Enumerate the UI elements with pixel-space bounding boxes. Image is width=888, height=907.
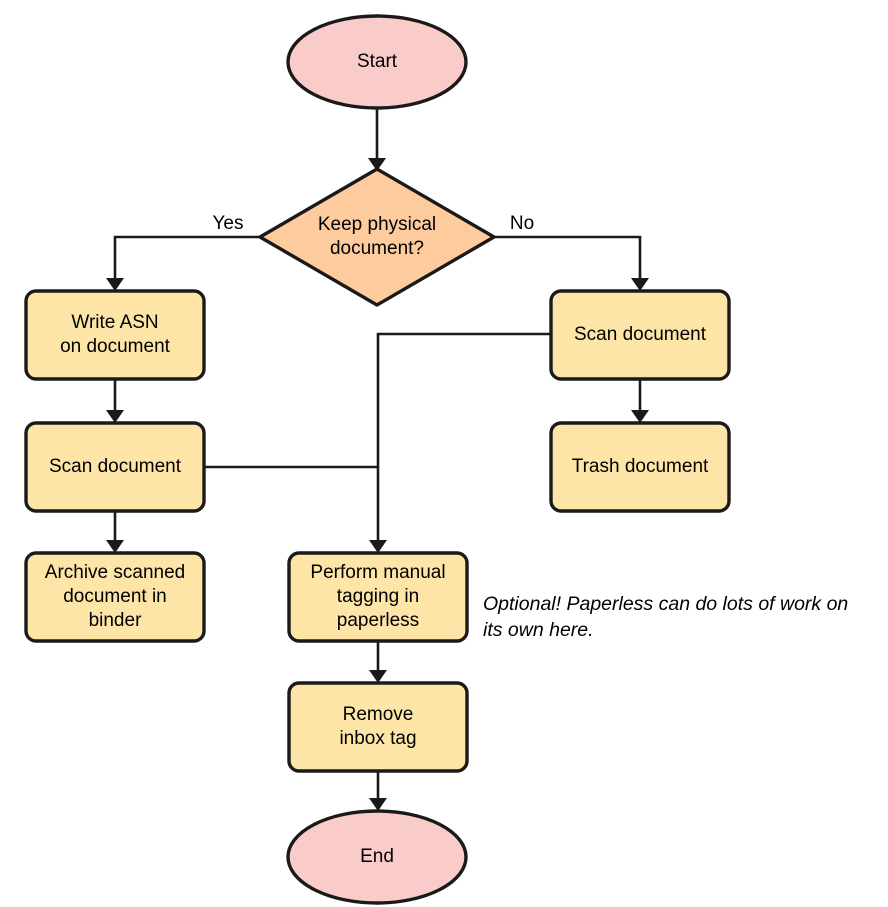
arrowhead-icon: [369, 798, 387, 811]
edge-line: [113, 235, 260, 283]
node-manual-tagging[interactable]: Perform manual tagging in paperless: [287, 551, 469, 643]
node-label: paperless: [337, 610, 419, 631]
node-label: Perform manual: [310, 562, 445, 583]
arrowhead-icon: [106, 410, 124, 423]
process-shape: [24, 289, 206, 381]
edges-layer: Yes No: [106, 108, 649, 811]
arrowhead-icon: [106, 540, 124, 553]
node-trash-document[interactable]: Trash document: [549, 421, 731, 513]
arrowhead-icon: [369, 540, 387, 553]
node-label: binder: [89, 610, 142, 631]
terminator-shape: [286, 809, 468, 905]
node-label: Archive scanned: [45, 562, 185, 583]
arrowhead-icon: [631, 278, 649, 291]
annotation-line: Optional! Paperless can do lots of work …: [483, 593, 848, 615]
process-shape: [549, 289, 731, 381]
edge-line: [494, 235, 642, 283]
edge-remove-inbox-to-end: [369, 771, 387, 811]
node-label: Scan document: [49, 456, 182, 477]
process-shape: [287, 681, 469, 773]
arrowhead-icon: [106, 278, 124, 291]
process-shape: [24, 421, 206, 513]
node-label: End: [360, 846, 394, 867]
edge-write-asn-to-scan-left: [106, 379, 124, 423]
arrowhead-icon: [369, 670, 387, 683]
edge-decision-no-to-scan-right: No: [494, 213, 649, 291]
process-shape: [549, 421, 731, 513]
edge-scan-right-to-manual-tagging: [369, 332, 551, 553]
arrowhead-icon: [368, 158, 386, 171]
node-label: tagging in: [337, 586, 419, 607]
node-end[interactable]: End: [286, 809, 468, 905]
edge-scan-left-to-archive: [106, 511, 124, 553]
edge-scan-right-to-trash: [631, 379, 649, 423]
node-label: inbox tag: [339, 728, 416, 749]
node-decision-keep-physical[interactable]: Keep physical document?: [258, 167, 496, 307]
node-label: document in: [63, 586, 167, 607]
annotation-line: its own here.: [483, 619, 594, 641]
node-archive-scanned[interactable]: Archive scanned document in binder: [24, 551, 206, 643]
node-start[interactable]: Start: [286, 14, 468, 110]
annotations-layer: Optional! Paperless can do lots of work …: [483, 593, 848, 641]
node-label: Trash document: [572, 456, 709, 477]
edge-decision-yes-to-write-asn: Yes: [106, 213, 260, 291]
node-label: document?: [330, 238, 424, 259]
node-label: Start: [357, 51, 398, 72]
arrowhead-icon: [631, 410, 649, 423]
node-label: Write ASN: [71, 312, 158, 333]
node-scan-document-right[interactable]: Scan document: [549, 289, 731, 381]
node-label: Scan document: [574, 324, 707, 345]
node-label: Remove: [343, 704, 414, 725]
node-label: on document: [60, 336, 171, 357]
annotation-optional-note: Optional! Paperless can do lots of work …: [483, 593, 848, 641]
edge-line: [376, 332, 551, 545]
edge-label: Yes: [213, 213, 244, 234]
node-scan-document-left[interactable]: Scan document: [24, 421, 206, 513]
node-label: Keep physical: [318, 214, 436, 235]
edge-label: No: [510, 213, 534, 234]
node-write-asn[interactable]: Write ASN on document: [24, 289, 206, 381]
decision-shape: [258, 167, 496, 307]
node-remove-inbox-tag[interactable]: Remove inbox tag: [287, 681, 469, 773]
terminator-shape: [286, 14, 468, 110]
process-shape: [24, 551, 206, 643]
edge-start-to-decision: [368, 108, 386, 171]
process-shape: [287, 551, 469, 643]
edge-manual-tagging-to-remove-inbox: [369, 641, 387, 683]
